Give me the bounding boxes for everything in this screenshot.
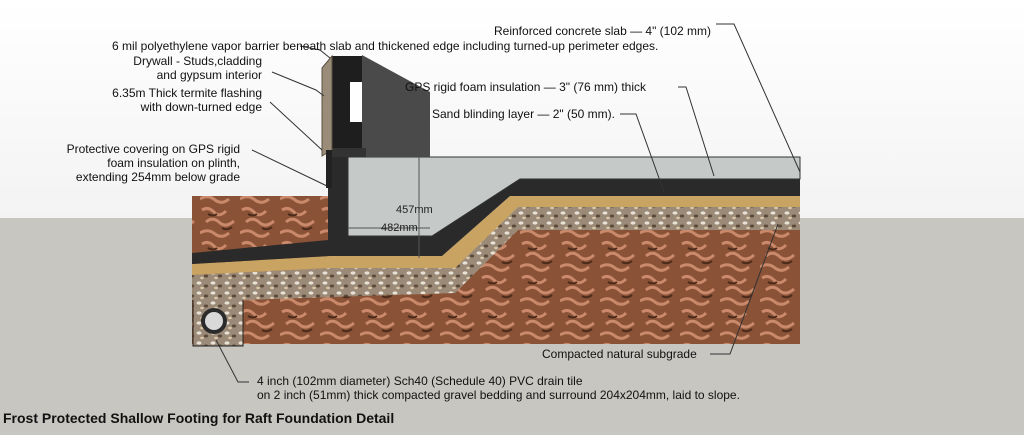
label-protective-line2: foam insulation on plinth, [107, 156, 240, 170]
label-vapor-barrier: 6 mil polyethylene vapor barrier beneath… [112, 39, 659, 53]
drain-tile-bore [205, 312, 223, 330]
label-subgrade: Compacted natural subgrade [542, 347, 697, 361]
dim-label-482: 482mm [381, 222, 418, 234]
termite-flashing [326, 150, 332, 188]
wall-sill-plate [328, 148, 366, 157]
label-concrete-slab: Reinforced concrete slab — 4" (102 mm) [494, 24, 712, 38]
label-drywall-line2: and gypsum interior [156, 68, 262, 82]
label-drywall: Drywall - Studs,cladding and gypsum inte… [100, 54, 262, 82]
sand-blinding-layer [192, 196, 800, 275]
concrete-slab [347, 156, 801, 237]
label-drain-tile: 4 inch (102mm diameter) Sch40 (Schedule … [257, 374, 740, 402]
label-gps-foam: GPS rigid foam insulation — 3" (76 mm) t… [405, 80, 647, 94]
label-sand-blinding: Sand blinding layer — 2" (50 mm). [432, 107, 616, 121]
page-title: Frost Protected Shallow Footing for Raft… [3, 410, 395, 426]
dim-label-457: 457mm [396, 204, 433, 216]
label-drain-line2: on 2 inch (51mm) thick compacted gravel … [257, 388, 740, 402]
label-termite-flashing: 6.35m Thick termite flashing with down-t… [100, 86, 262, 114]
leader-lines [215, 23, 801, 383]
label-drywall-line1: Drywall - Studs,cladding [133, 54, 262, 68]
label-protective-covering: Protective covering on GPS rigid foam in… [40, 142, 240, 184]
compacted-gravel-layer [192, 207, 800, 300]
wall-back-panel [362, 55, 430, 157]
label-protective-line1: Protective covering on GPS rigid [66, 142, 240, 156]
label-protective-line3: extending 254mm below grade [75, 170, 240, 184]
gypsum-interior [350, 82, 362, 122]
label-drain-line1: 4 inch (102mm diameter) Sch40 (Schedule … [257, 374, 583, 388]
label-flashing-line1: 6.35m Thick termite flashing [112, 86, 262, 100]
natural-subgrade-under-slab [328, 230, 800, 344]
exterior-cladding [321, 54, 333, 157]
gps-foam-under-slab [432, 179, 800, 256]
label-flashing-line2: with down-turned edge [140, 100, 262, 114]
